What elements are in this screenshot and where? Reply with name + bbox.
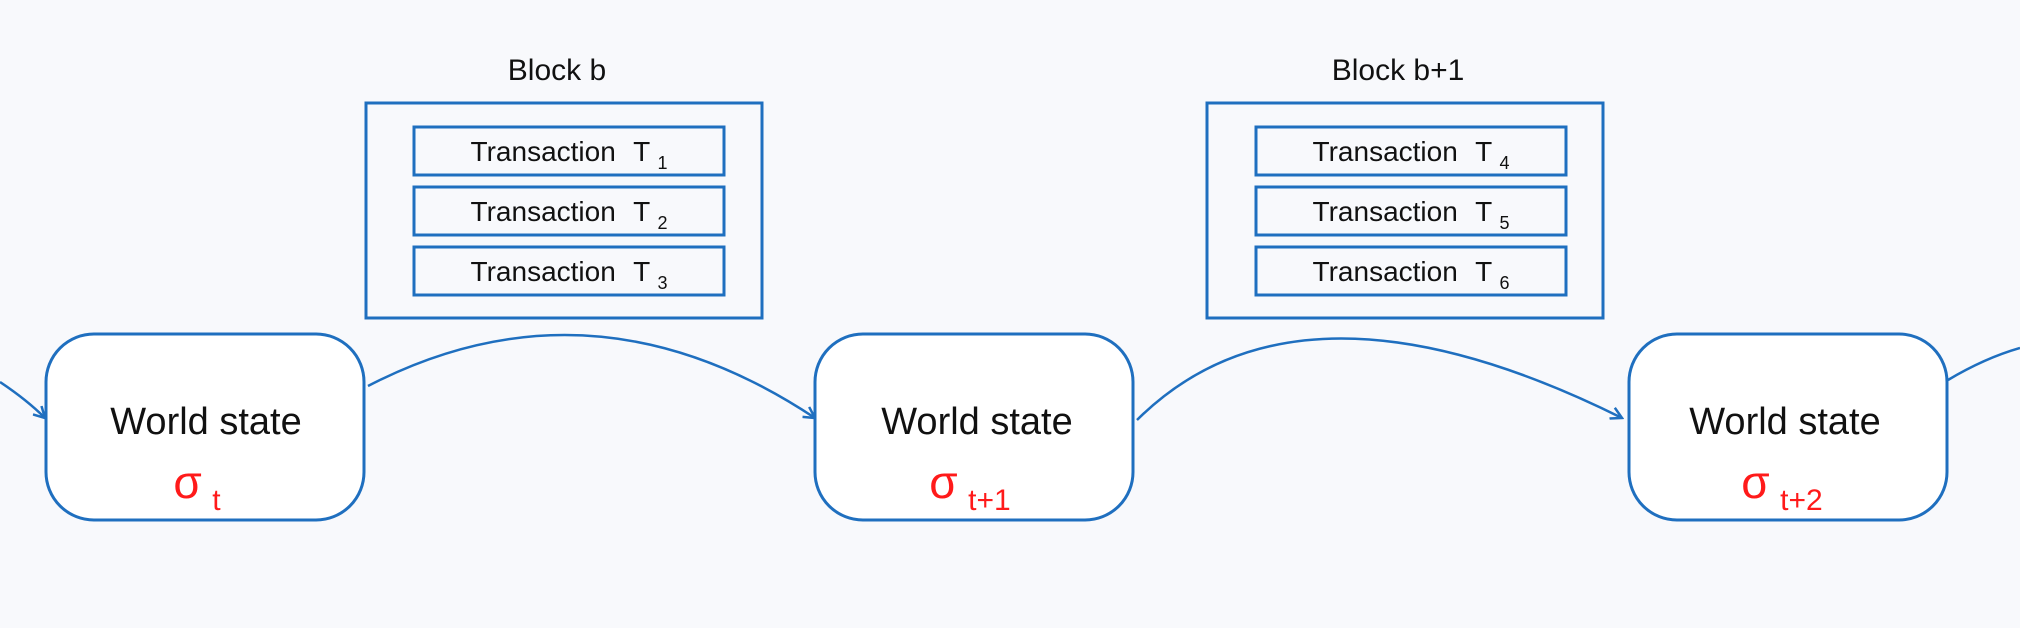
transaction-row: Transaction T 1 — [412, 125, 726, 177]
svg-text:Transaction T: Transaction T 6 — [1313, 256, 1510, 293]
transaction-symbol: T — [633, 256, 650, 287]
svg-text:Transaction T: Transaction T 2 — [471, 196, 668, 233]
transaction-symbol: T — [633, 136, 650, 167]
svg-text:σ t+1: σ t+1 — [929, 456, 1010, 517]
state-subscript: t+1 — [968, 484, 1011, 517]
state-label: World state — [110, 401, 301, 443]
world-state-t-plus-1: World state σ t+1 — [813, 332, 1135, 522]
block-frame — [1205, 101, 1605, 320]
transaction-row: Transaction T 2 — [412, 185, 726, 237]
world-state-t-plus-2: World state σ t+2 — [1627, 332, 1949, 522]
state-box — [44, 332, 366, 522]
block-b-plus-1: Block b+1 Transaction T 4 Transaction T … — [1205, 54, 1605, 320]
svg-text:Transaction T: Transaction T 3 — [471, 256, 668, 293]
transaction-row: Transaction T 4 — [1254, 125, 1568, 177]
transaction-row: Transaction T 3 — [412, 245, 726, 297]
state-subscript: t — [212, 484, 221, 517]
state-subscript: t+2 — [1780, 484, 1823, 517]
state-label: World state — [1689, 401, 1880, 443]
transaction-label: Transaction — [1313, 196, 1458, 227]
sigma-symbol: σ — [929, 456, 957, 508]
state-label: World state — [881, 401, 1072, 443]
state-box — [1627, 332, 1949, 522]
svg-text:σ t+2: σ t+2 — [1741, 456, 1822, 517]
block-b: Block b Transaction T 1 Transaction T 2 … — [364, 54, 764, 320]
svg-text:Transaction T: Transaction T 1 — [471, 136, 668, 173]
svg-text:Transaction T: Transaction T 4 — [1313, 136, 1510, 173]
transaction-symbol: T — [1475, 196, 1492, 227]
transaction-index: 6 — [1499, 273, 1509, 293]
block-frame — [364, 101, 764, 320]
transaction-label: Transaction — [1313, 256, 1458, 287]
world-state-t: World state σ t — [44, 332, 366, 522]
transaction-index: 3 — [657, 273, 667, 293]
block-title: Block b+1 — [1332, 54, 1465, 87]
transaction-row: Transaction T 6 — [1254, 245, 1568, 297]
transition-arrow-block-b — [367, 333, 815, 418]
state-box — [813, 332, 1135, 522]
transaction-label: Transaction — [471, 196, 616, 227]
transaction-label: Transaction — [471, 256, 616, 287]
transaction-label: Transaction — [1313, 136, 1458, 167]
transaction-row: Transaction T 5 — [1254, 185, 1568, 237]
outgoing-transition-arrow — [1947, 346, 2020, 382]
transaction-symbol: T — [633, 196, 650, 227]
transaction-index: 5 — [1499, 213, 1509, 233]
transition-arrow-block-b-plus-1 — [1136, 337, 1622, 421]
transaction-label: Transaction — [471, 136, 616, 167]
svg-text:Transaction T: Transaction T 5 — [1313, 196, 1510, 233]
transaction-symbol: T — [1475, 136, 1492, 167]
sigma-symbol: σ — [173, 456, 201, 508]
transaction-index: 1 — [657, 153, 667, 173]
sigma-symbol: σ — [1741, 456, 1769, 508]
incoming-transition-arrow — [0, 380, 45, 418]
transaction-symbol: T — [1475, 256, 1492, 287]
transaction-index: 4 — [1499, 153, 1509, 173]
transaction-index: 2 — [657, 213, 667, 233]
svg-text:σ t: σ t — [173, 456, 221, 517]
block-title: Block b — [508, 54, 606, 87]
